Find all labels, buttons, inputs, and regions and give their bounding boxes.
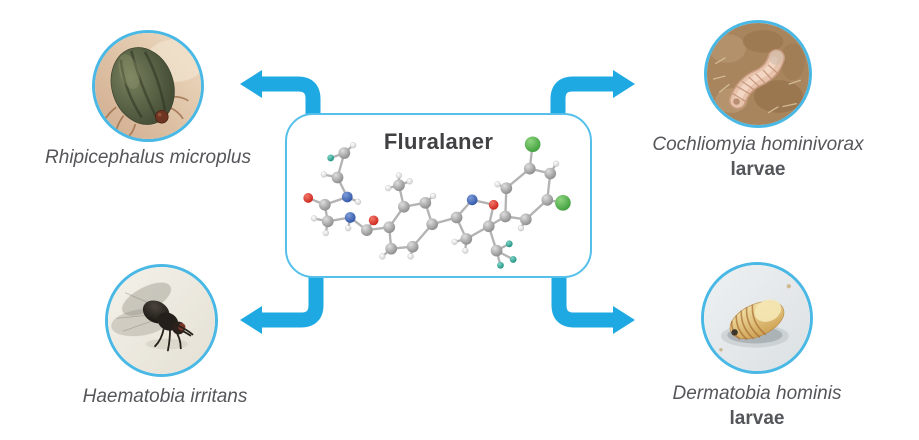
- label-rhipicephalus-microplus: Rhipicephalus microplus: [8, 147, 288, 170]
- species-suffix: larvae: [729, 407, 785, 429]
- arrow-top-right: [550, 76, 614, 120]
- label-cochliomyia-hominivorax: Cochliomyia hominivorax larvae: [618, 134, 898, 182]
- species-name: Dermatobia hominis: [672, 383, 842, 404]
- species-suffix: larvae: [730, 158, 786, 180]
- arrow-top-left: [261, 76, 321, 120]
- molecule-title: Fluralaner: [383, 129, 494, 154]
- photo-rhipicephalus-microplus: [92, 30, 204, 142]
- botfly-larva-illustration: [704, 265, 810, 371]
- arrowhead-top-right: [613, 70, 635, 98]
- label-dermatobia-hominis: Dermatobia hominis larvae: [617, 383, 897, 431]
- arrowhead-bottom-right: [613, 306, 635, 334]
- tick-illustration: [95, 33, 201, 139]
- arrow-bottom-right: [551, 272, 614, 328]
- molecule-panel: Fluralaner: [285, 113, 592, 278]
- species-name: Cochliomyia hominivorax: [652, 134, 864, 155]
- horn-fly-illustration: [108, 267, 215, 374]
- fluralaner-molecule-illustration: [303, 136, 571, 269]
- label-haematobia-irritans: Haematobia irritans: [25, 386, 305, 409]
- species-name: Rhipicephalus microplus: [45, 147, 251, 168]
- photo-dermatobia-hominis-larvae: [701, 262, 813, 374]
- arrow-bottom-left: [261, 272, 324, 328]
- arrowhead-bottom-left: [240, 306, 262, 334]
- photo-haematobia-irritans: [105, 264, 218, 377]
- photo-cochliomyia-hominivorax-larvae: [704, 20, 812, 128]
- screwworm-larva-illustration: [707, 23, 809, 125]
- species-name: Haematobia irritans: [82, 386, 248, 407]
- arrowhead-top-left: [240, 70, 262, 98]
